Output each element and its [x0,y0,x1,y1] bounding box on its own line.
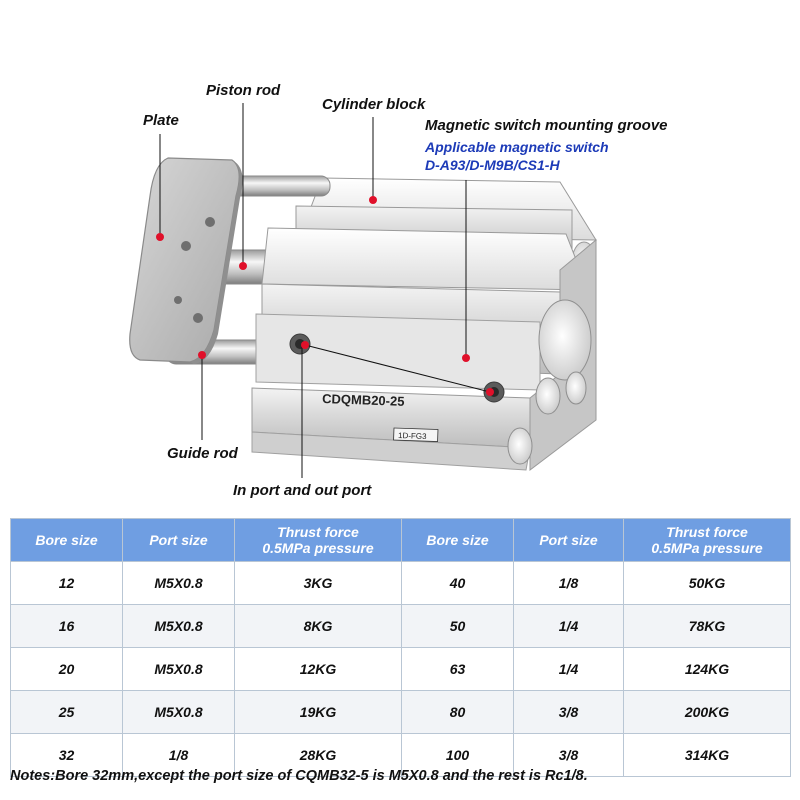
table-cell: 80 [401,690,514,734]
table-cell: 314KG [623,733,791,777]
table-cell: M5X0.8 [122,690,235,734]
plate-marker-dot [156,233,164,241]
plate [129,157,243,364]
table-cell: 200KG [623,690,791,734]
header-bore-size-2: Bore size [401,518,514,562]
piston-rod-callout: Piston rod [206,82,281,99]
table-cell: 63 [401,647,514,691]
table-row: 32 1/8 28KG 100 3/8 314KG [10,733,791,777]
product-diagram: CDQMB20-25 1D-FG3 [129,82,668,499]
cylinder-block-callout: Cylinder block [322,96,426,113]
table-cell: 20 [10,647,123,691]
table-cell: 1/8 [513,561,624,605]
header-port-size: Port size [122,518,235,562]
applicable-switch-callout: Applicable magnetic switch [425,139,609,155]
table-cell: 50KG [623,561,791,605]
table-cell: 40 [401,561,514,605]
table-cell: 28KG [234,733,402,777]
piston-rod-marker-dot [239,262,247,270]
table-cell: 25 [10,690,123,734]
guide-rod-callout: Guide rod [167,445,238,462]
table-row: 12 M5X0.8 3KG 40 1/8 50KG [10,561,791,605]
ports-callout: In port and out port [233,482,372,499]
switch-groove-callout: Magnetic switch mounting groove [425,117,668,134]
header-bore-size: Bore size [10,518,123,562]
table-cell: M5X0.8 [122,604,235,648]
table-cell: 3KG [234,561,402,605]
in-port-marker-dot [301,341,309,349]
table-row: 25 M5X0.8 19KG 80 3/8 200KG [10,690,791,734]
switch-models-callout: D-A93/D-M9B/CS1-H [425,157,560,173]
table-row: 16 M5X0.8 8KG 50 1/4 78KG [10,604,791,648]
notes-text: Notes:Bore 32mm,except the port size of … [10,768,588,784]
table-cell: 78KG [623,604,791,648]
table-cell: 1/8 [122,733,235,777]
cylinder-block: CDQMB20-25 1D-FG3 [251,227,597,472]
out-port-marker-dot [486,388,494,396]
plate-callout: Plate [143,112,179,129]
table-cell: 3/8 [513,733,624,777]
header-port-size-2: Port size [513,518,624,562]
table-cell: M5X0.8 [122,561,235,605]
cylinder-illustration: CDQMB20-25 1D-FG3 [129,103,597,478]
table-cell: 12 [10,561,123,605]
groove-marker-dot [462,354,470,362]
table-cell: 100 [401,733,514,777]
table-cell: 3/8 [513,690,624,734]
guide-rod-marker-dot [198,351,206,359]
table-cell: 50 [401,604,514,648]
table-cell: M5X0.8 [122,647,235,691]
table-cell: 124KG [623,647,791,691]
table-cell: 1/4 [513,647,624,691]
cylinder-block-marker-dot [369,196,377,204]
table-row: 20 M5X0.8 12KG 63 1/4 124KG [10,647,791,691]
tag-label: 1D-FG3 [398,431,427,441]
table-cell: 1/4 [513,604,624,648]
model-label: CDQMB20-25 [322,391,405,409]
table-cell: 8KG [234,604,402,648]
table-cell: 16 [10,604,123,648]
table-cell: 32 [10,733,123,777]
leader-lines [159,103,491,478]
table-cell: 19KG [234,690,402,734]
table-cell: 12KG [234,647,402,691]
marker-dots [156,196,494,396]
